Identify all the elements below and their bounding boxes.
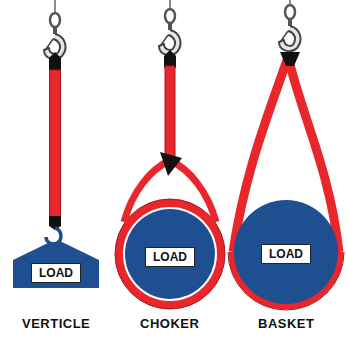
load-label: LOAD xyxy=(261,244,311,264)
rope xyxy=(54,0,56,12)
vertical-sling xyxy=(49,52,61,230)
load-shape: LOAD xyxy=(124,208,216,300)
load-label: LOAD xyxy=(31,263,81,283)
crane-hook xyxy=(44,13,66,59)
choker-sling xyxy=(115,50,225,309)
rope xyxy=(169,0,171,8)
load-label: LOAD xyxy=(145,247,195,267)
load-shape: LOAD xyxy=(233,199,339,305)
load-shape: LOAD xyxy=(12,238,100,288)
basket-sling xyxy=(228,52,344,310)
rope xyxy=(289,0,291,4)
hitch-label: CHOKER xyxy=(140,316,199,331)
hitch-label: BASKET xyxy=(258,316,314,331)
load-hook xyxy=(46,228,61,244)
crane-hook xyxy=(159,9,181,55)
hitch-label: VERTICLE xyxy=(22,316,90,331)
crane-hook xyxy=(279,5,301,51)
